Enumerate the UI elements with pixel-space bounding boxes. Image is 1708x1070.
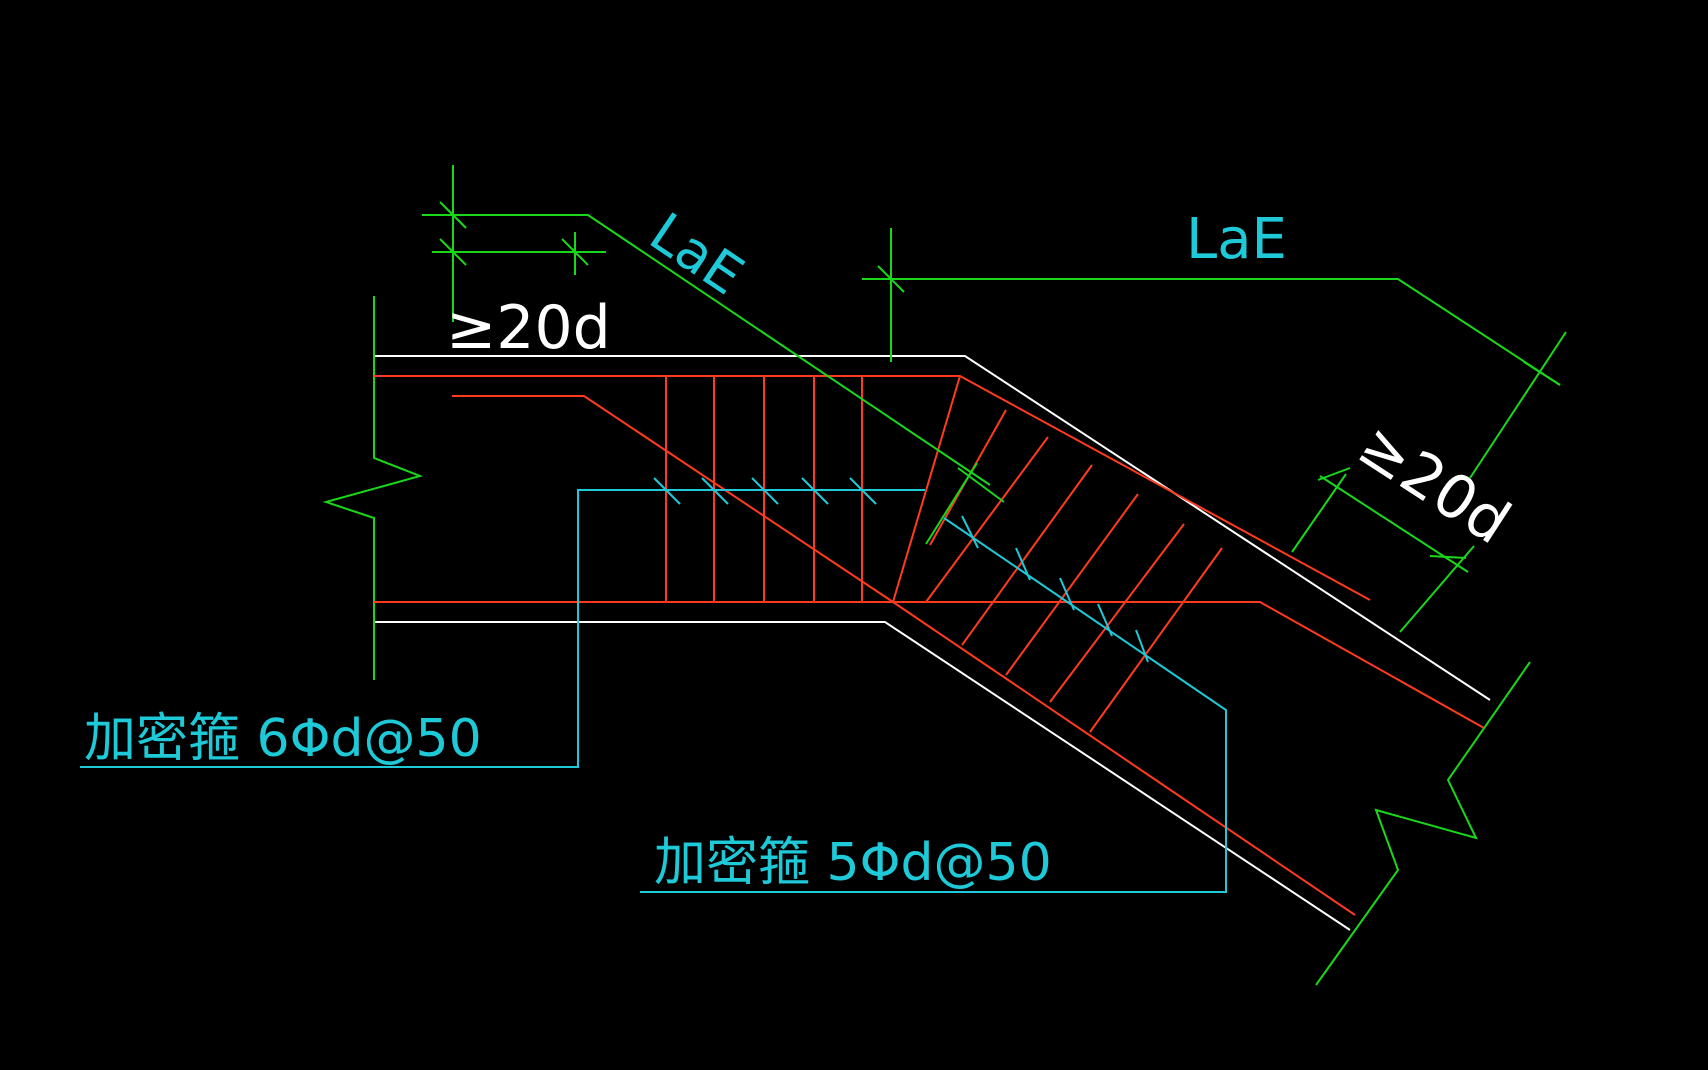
ext: [1291, 473, 1347, 553]
break-lines: [322, 296, 1531, 986]
tick: [877, 265, 905, 293]
leader-line: [640, 517, 1227, 893]
tick: [1523, 361, 1561, 386]
tick: [1059, 577, 1075, 611]
left-break-line: [322, 296, 424, 680]
dim-ext-right: [1469, 331, 1567, 479]
label-20d-right: ≥20d: [1346, 410, 1522, 558]
tick: [961, 515, 979, 549]
dimension-20d-left: [432, 232, 606, 275]
stirrup: [961, 464, 1093, 646]
tick: [957, 467, 1005, 503]
stirrup-leader-left: [80, 477, 925, 768]
bottom-rebar-main: [374, 601, 1485, 729]
tick: [1097, 603, 1113, 637]
tick: [1317, 467, 1351, 481]
tick: [1135, 629, 1149, 663]
tick: [801, 477, 829, 505]
leader-line: [80, 489, 925, 768]
tick: [751, 477, 779, 505]
tick: [653, 477, 681, 505]
stirrup: [1089, 547, 1223, 733]
extension-bottom: [925, 462, 978, 545]
tick: [1429, 555, 1467, 559]
dimension-20d-right: [1291, 467, 1475, 633]
top-rebar: [374, 375, 1371, 601]
tick: [701, 477, 729, 505]
tick: [439, 238, 467, 266]
label-lae-left: LaE: [639, 201, 755, 308]
label-20d-left: ≥20d: [446, 293, 611, 363]
dimension-lae-right: [862, 228, 1567, 479]
beam-top-edge: [374, 355, 1491, 701]
bent-bar: [892, 601, 1356, 916]
stirrup: [1005, 493, 1139, 676]
dimension-lae-left: [422, 165, 1005, 545]
haunch-tie: [892, 375, 961, 603]
label-lae-right: LaE: [1186, 207, 1287, 272]
dim-line: [862, 278, 1561, 386]
stirrups-inclined: [925, 409, 1223, 733]
dim-line: [422, 214, 991, 486]
label-stirrup-left: 加密箍 6Φd@50: [84, 709, 482, 769]
tick: [1015, 547, 1031, 581]
tick: [849, 477, 877, 505]
concrete-outline: [374, 355, 1491, 931]
inner-top-rebar: [452, 395, 894, 603]
label-stirrup-right: 加密箍 5Φd@50: [654, 833, 1052, 893]
right-break-line: [1315, 661, 1531, 986]
stirrup-leader-right: [640, 515, 1227, 893]
stirrup: [925, 436, 1049, 603]
tick: [439, 201, 467, 229]
beam-bottom-edge: [374, 621, 1351, 931]
longitudinal-rebar: [374, 375, 1485, 916]
stirrup: [1049, 523, 1185, 703]
ext: [1399, 545, 1475, 633]
